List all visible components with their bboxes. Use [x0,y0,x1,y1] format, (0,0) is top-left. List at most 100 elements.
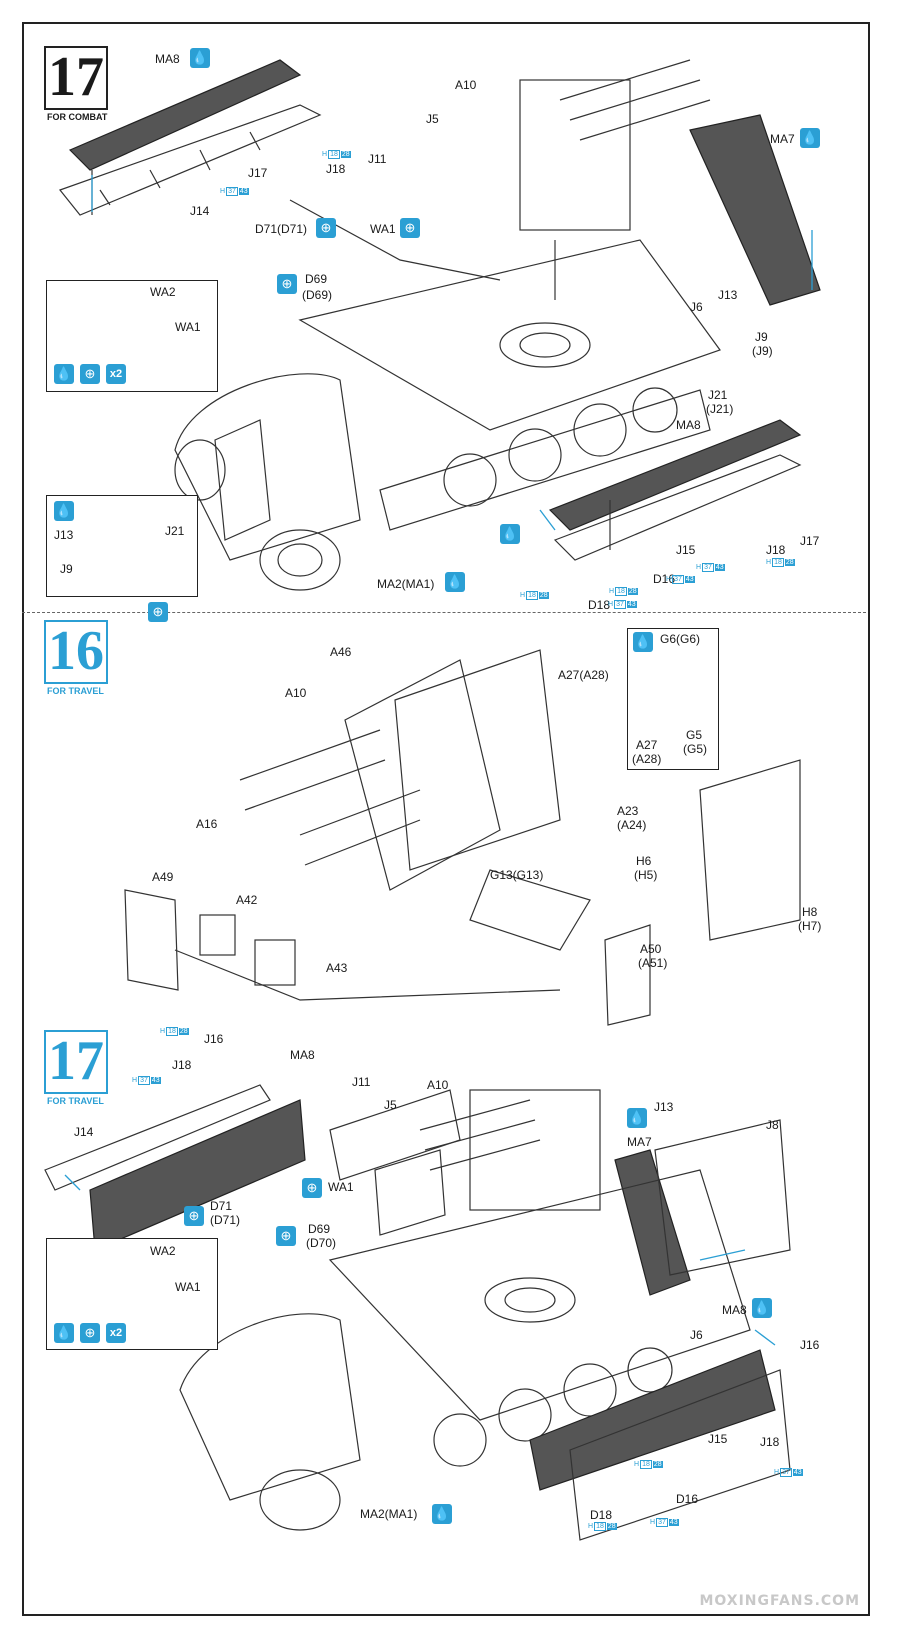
part-label: J13 [718,288,738,302]
part-label: (A24) [617,818,647,832]
part-label: WA2 [150,285,176,299]
part-label: WA1 [328,1180,354,1194]
part-label: J17 [248,166,268,180]
glue-icon: 💧 [190,48,210,68]
part-label: D18 [588,598,611,612]
part-label: A10 [427,1078,449,1092]
part-label: J16 [204,1032,224,1046]
part-label: (G5) [683,742,707,756]
part-label: A46 [330,645,352,659]
assemble-icon: ⊕ [184,1206,204,1226]
part-label: WA2 [150,1244,176,1258]
part-label: J9 [60,562,73,576]
assemble-icon: ⊕ [316,218,336,238]
part-label: J6 [690,300,703,314]
part-label: A49 [152,870,174,884]
part-label: (D69) [302,288,333,302]
part-label: (J21) [706,402,734,416]
part-label: A10 [285,686,307,700]
part-label: MA2(MA1) [360,1507,418,1521]
part-label: H8 [802,905,818,919]
part-label: J16 [800,1338,820,1352]
part-label: J15 [708,1432,728,1446]
inset-weapon-step3 [46,1238,218,1350]
glue-icon: 💧 [752,1298,772,1318]
part-label: (D70) [306,1236,337,1250]
part-label: (D71) [210,1213,241,1227]
assemble-icon: ⊕ [148,602,168,622]
step-subtitle-travel-16: FOR TRAVEL [47,686,104,696]
part-label: A27 [636,738,658,752]
part-label: J5 [426,112,439,126]
part-label: A42 [236,893,258,907]
glue-icon: 💧 [800,128,820,148]
assemble-icon: ⊕ [80,1323,100,1343]
section-divider [22,612,866,613]
part-label: A23 [617,804,639,818]
part-label: J14 [74,1125,94,1139]
part-label: J18 [766,543,786,557]
step-number-17-travel: 17 [44,1030,108,1094]
part-label: D16 [676,1492,699,1506]
part-label: J15 [676,543,696,557]
mesh-panel-ma7 [689,114,821,306]
glue-icon: 💧 [627,1108,647,1128]
part-label: (H7) [798,919,822,933]
part-label: D69 [308,1222,331,1236]
step-subtitle-combat: FOR COMBAT [47,112,108,122]
part-label: H6 [636,854,652,868]
step-number-17-combat: 17 [44,46,108,110]
part-label: WA1 [175,1280,201,1294]
part-label: (J9) [752,344,773,358]
glue-icon: 💧 [432,1504,452,1524]
part-label: MA2(MA1) [377,577,435,591]
glue-icon: 💧 [54,1323,74,1343]
part-label: D18 [590,1508,613,1522]
part-label: J14 [190,204,210,218]
assemble-icon: ⊕ [400,218,420,238]
part-label: J21 [165,524,185,538]
part-label: A10 [455,78,477,92]
assemble-icon: ⊕ [277,274,297,294]
inset-weapon-step1 [46,280,218,392]
part-label: J9 [755,330,768,344]
part-label: G5 [686,728,703,742]
assemble-icon: ⊕ [276,1226,296,1246]
part-label: A50 [640,942,662,956]
part-label: WA1 [175,320,201,334]
part-label: G13(G13) [490,868,544,882]
part-label: A27(A28) [558,668,609,682]
part-label: J21 [708,388,728,402]
assemble-icon: ⊕ [302,1178,322,1198]
part-label: MA8 [722,1303,747,1317]
part-label: J13 [654,1100,674,1114]
part-label: MA8 [290,1048,315,1062]
step-subtitle-travel-17: FOR TRAVEL [47,1096,104,1106]
part-label: D71 [210,1199,233,1213]
mesh-panel-ma8 [68,59,302,171]
part-label: WA1 [370,222,396,236]
part-label: D16 [653,572,676,586]
part-label: G6(G6) [660,632,701,646]
part-label: (A28) [632,752,662,766]
part-label: MA7 [770,132,795,146]
assemble-icon: ⊕ [80,364,100,384]
part-label: D71(D71) [255,222,308,236]
quantity-x2-icon: x2 [106,364,126,384]
part-label: A16 [196,817,218,831]
part-label: J11 [352,1075,371,1089]
